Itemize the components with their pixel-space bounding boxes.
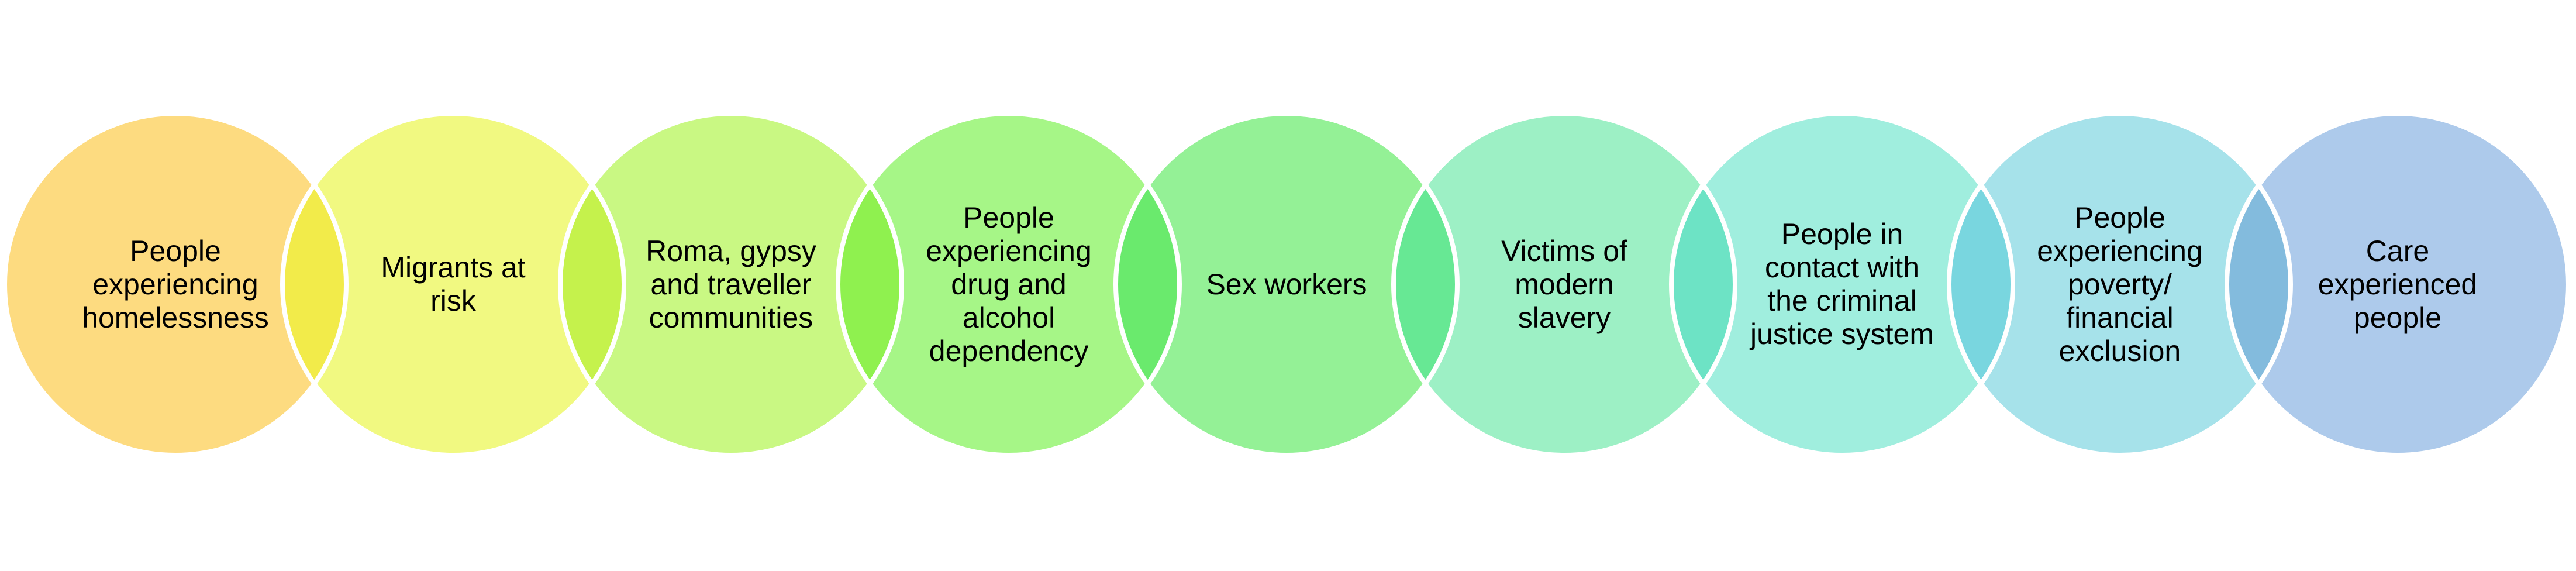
circle-border-7: [1669, 111, 2015, 458]
circle-2: [282, 113, 624, 455]
circle-1: [5, 113, 346, 455]
circle-border-8: [1947, 111, 2293, 458]
circles-layer: [5, 113, 2568, 455]
circle-7: [1671, 113, 2013, 455]
circle-border-5: [1113, 111, 1460, 458]
circle-border-1: [2, 111, 349, 458]
circle-3: [560, 113, 902, 455]
circle-border-9: [2225, 111, 2571, 458]
circle-4: [838, 113, 1180, 455]
circle-6: [1394, 113, 1735, 455]
circle-border-4: [836, 111, 1182, 458]
circle-8: [1949, 113, 2291, 455]
circle-5: [1116, 113, 1457, 455]
circle-border-2: [280, 111, 626, 458]
circle-9: [2227, 113, 2568, 455]
circle-border-3: [558, 111, 904, 458]
circle-border-6: [1391, 111, 1737, 458]
borders-layer: [2, 111, 2571, 458]
